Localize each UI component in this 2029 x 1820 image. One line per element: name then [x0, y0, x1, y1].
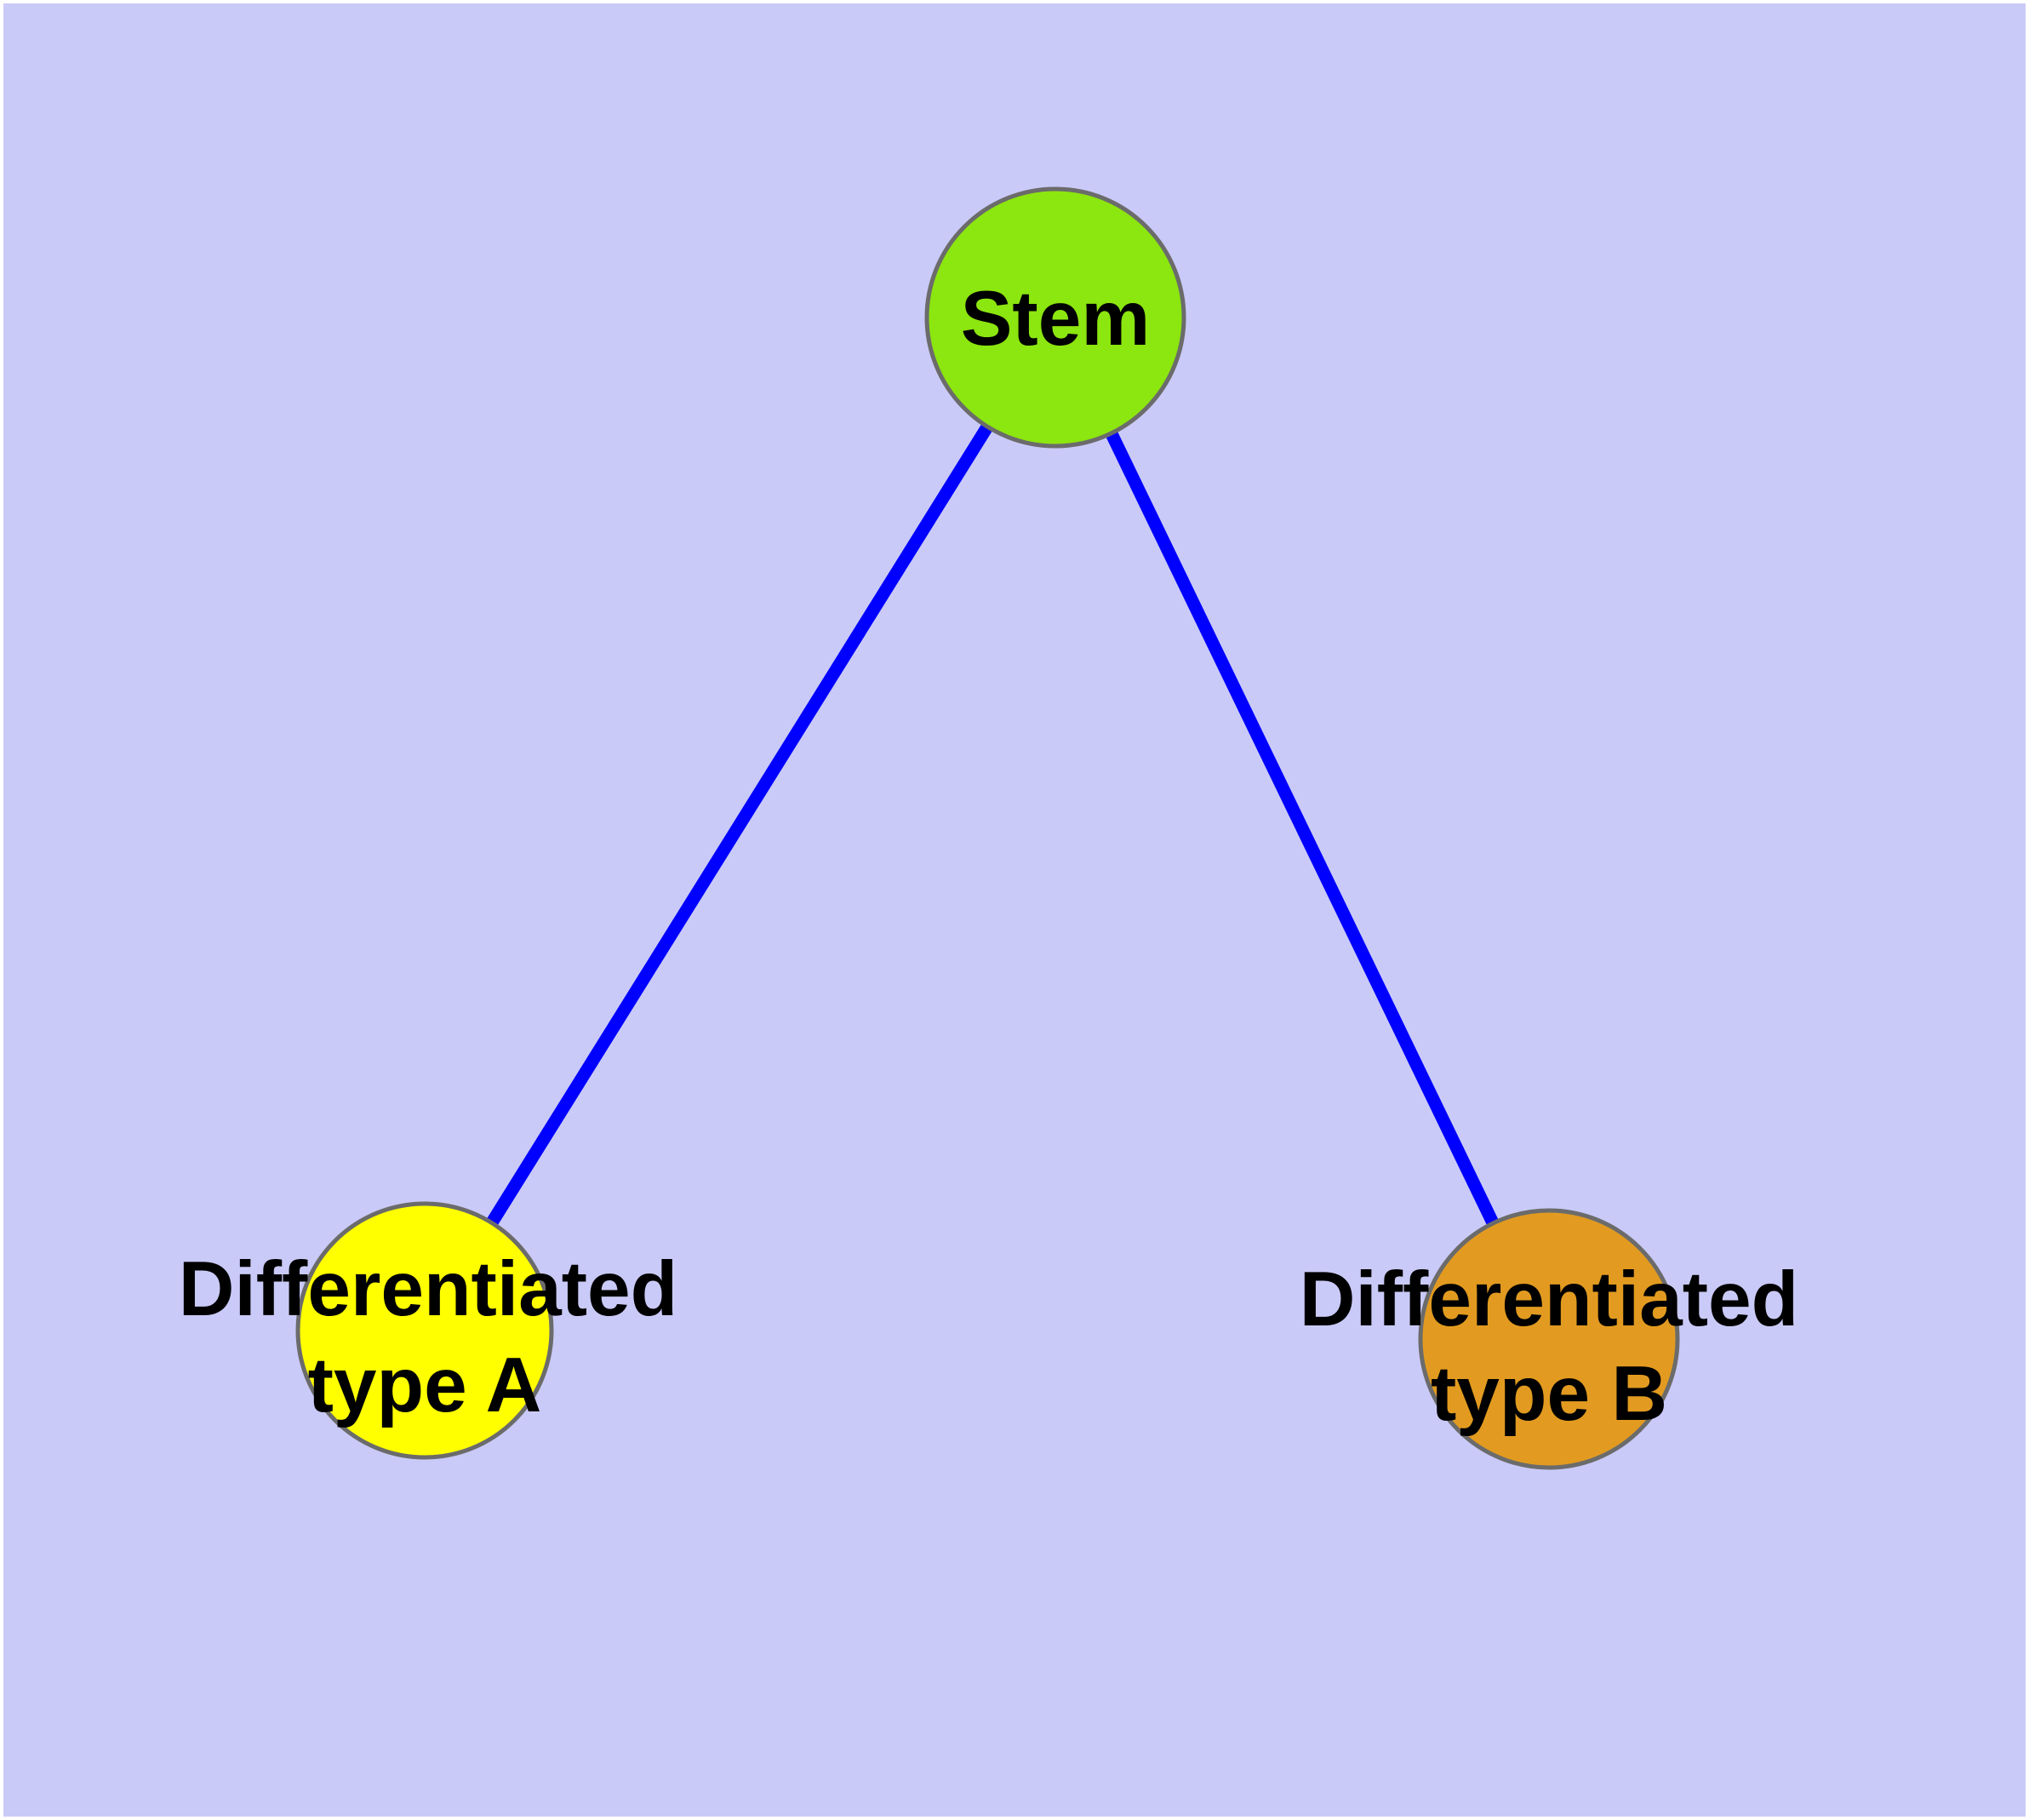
- node-differentiated-type-b: [1418, 1208, 1680, 1470]
- node-type-a-label-line2: type A: [308, 1342, 542, 1428]
- node-type-a-label-line1: Differentiated: [179, 1246, 678, 1332]
- node-type-b-label-line2: type B: [1431, 1351, 1667, 1437]
- edge-stem-to-type-b: [1049, 314, 1555, 1342]
- node-stem-label: Stem: [961, 276, 1151, 362]
- edge-stem-to-type-a: [419, 314, 1061, 1334]
- node-stem: [924, 186, 1186, 449]
- node-type-b-label-line1: Differentiated: [1300, 1256, 1799, 1342]
- node-differentiated-type-a: [295, 1201, 554, 1460]
